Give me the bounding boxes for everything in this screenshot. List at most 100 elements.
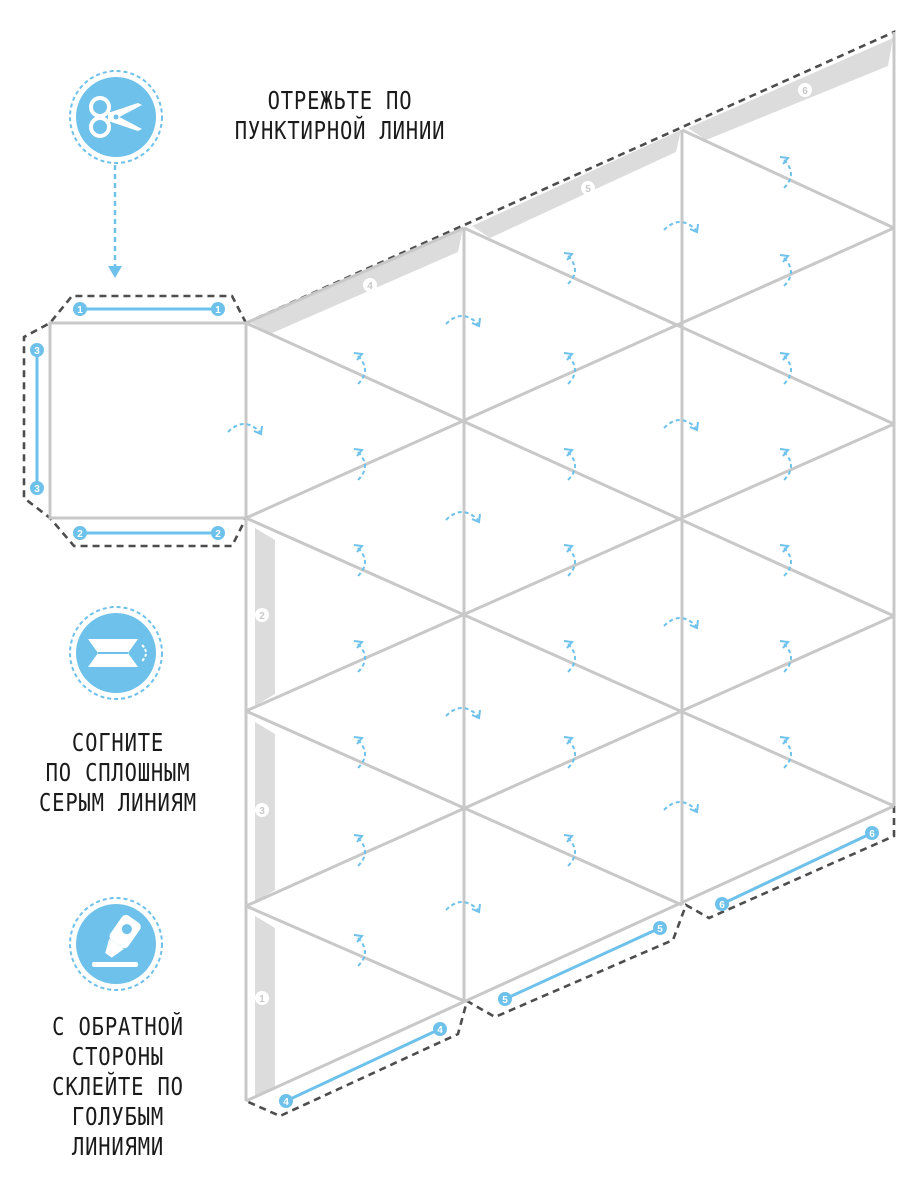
fold-arrow xyxy=(357,739,366,769)
glue-marker-circles xyxy=(30,302,879,1108)
fold-arrow xyxy=(357,355,366,385)
square-panel xyxy=(48,321,248,520)
fold-arrow-head xyxy=(471,903,481,914)
tab-label-left-2: 2 xyxy=(259,611,265,622)
tab-top-5 xyxy=(472,130,681,238)
tab-left-1 xyxy=(255,916,275,1096)
marker-square-left-b: 3 xyxy=(34,484,40,495)
tab-label-top-5: 5 xyxy=(585,184,591,195)
fold-arrow-head xyxy=(563,448,574,457)
fold-arrow-head xyxy=(353,640,364,649)
fold-arrow-head xyxy=(253,425,263,436)
fold-icon xyxy=(68,605,164,705)
marker-col2-a: 5 xyxy=(502,995,508,1006)
glue-line-3: СКЛЕЙТЕ ПО xyxy=(52,1072,184,1101)
fold-arrow xyxy=(783,547,792,577)
marker-col2-b: 5 xyxy=(657,924,663,935)
glue-instruction: С ОБРАТНОЙ СТОРОНЫ СКЛЕЙТЕ ПО ГОЛУБЫМ ЛИ… xyxy=(21,1012,215,1162)
marker-col1-a: 4 xyxy=(283,1097,289,1108)
fold-arrow xyxy=(567,643,576,673)
tab-label-top-6: 6 xyxy=(802,86,808,97)
fold-line-2: ПО СПЛОШНЫМ xyxy=(45,758,191,787)
fold-instruction: СОГНИТЕ ПО СПЛОШНЫМ СЕРЫМ ЛИНИЯМ xyxy=(21,728,215,818)
fold-arrow xyxy=(357,547,366,577)
fold-arrow xyxy=(445,707,479,717)
cut-line-1: ОТРЕЖЬТЕ ПО xyxy=(267,86,413,115)
fold-arrow xyxy=(567,451,576,481)
tab-label-left-3: 3 xyxy=(259,806,265,817)
fold-arrow xyxy=(357,837,366,867)
cut-instruction: ОТРЕЖЬТЕ ПО ПУНКТИРНОЙ ЛИНИИ xyxy=(168,86,512,146)
fold-arrow-head xyxy=(353,934,364,943)
glue-line-4: ГОЛУБЫМ xyxy=(71,1102,165,1131)
marker-square-top-a: 1 xyxy=(77,305,83,316)
fold-arrow-head xyxy=(689,421,699,432)
fold-arrow-head xyxy=(563,252,574,261)
tab-label-circles xyxy=(255,83,812,1005)
fold-arrow xyxy=(445,901,479,911)
fold-arrows xyxy=(227,156,792,967)
fold-arrow-head xyxy=(563,834,574,843)
fold-arrow xyxy=(567,355,576,385)
fold-arrow-head xyxy=(353,448,364,457)
fold-arrow-head xyxy=(779,544,790,553)
fold-arrow xyxy=(783,643,792,673)
fold-arrow xyxy=(357,937,366,967)
fold-arrow-head xyxy=(779,254,790,263)
fold-arrow-head xyxy=(563,736,574,745)
fold-arrow xyxy=(567,837,576,867)
fold-arrow xyxy=(783,355,792,385)
fold-arrow-head xyxy=(689,223,699,234)
tab-label-top-4: 4 xyxy=(367,281,373,292)
marker-col3-a: 6 xyxy=(719,900,725,911)
fold-arrow-head xyxy=(353,834,364,843)
glue-tabs xyxy=(250,38,893,1096)
fold-arrow-head xyxy=(563,544,574,553)
fold-arrow-head xyxy=(779,736,790,745)
tab-top-6 xyxy=(688,38,893,140)
glue-lines xyxy=(35,307,873,1103)
tab-label-left-1: 1 xyxy=(259,994,265,1005)
fold-arrow-head xyxy=(353,736,364,745)
fold-arrow-head xyxy=(471,513,481,524)
marker-col1-b: 4 xyxy=(437,1025,443,1036)
fold-arrow xyxy=(783,739,792,769)
fold-arrow xyxy=(663,617,697,627)
tab-top-4 xyxy=(250,228,463,334)
fold-arrow-head xyxy=(353,544,364,553)
fold-arrow-head xyxy=(779,640,790,649)
glue-marker-labels: 1 1 3 3 2 2 4 4 5 5 6 6 xyxy=(34,305,875,1108)
fold-arrow xyxy=(357,643,366,673)
glue-icon xyxy=(68,896,164,996)
fold-line-1: СОГНИТЕ xyxy=(71,728,165,757)
fold-arrow xyxy=(445,315,479,325)
fold-arrow xyxy=(783,257,792,287)
marker-square-bottom-b: 2 xyxy=(215,529,221,540)
cut-connector xyxy=(108,165,122,278)
marker-square-top-b: 1 xyxy=(215,305,221,316)
fold-arrow-head xyxy=(353,352,364,361)
fold-arrow xyxy=(567,547,576,577)
glue-line-1: С ОБРАТНОЙ xyxy=(52,1012,184,1041)
fold-arrow-head xyxy=(563,352,574,361)
fold-arrow xyxy=(663,801,697,811)
fold-arrow-head xyxy=(779,156,790,165)
fold-arrow-head xyxy=(689,803,699,814)
marker-col3-b: 6 xyxy=(869,829,875,840)
fold-arrow xyxy=(783,451,792,481)
fold-arrow-head xyxy=(779,352,790,361)
fold-arrow xyxy=(567,739,576,769)
marker-square-bottom-a: 2 xyxy=(77,529,83,540)
glue-line-2: СТОРОНЫ xyxy=(71,1042,165,1071)
glue-line-5: ЛИНИЯМИ xyxy=(71,1132,165,1161)
fold-arrow-head xyxy=(563,640,574,649)
fold-arrow-head xyxy=(779,448,790,457)
fold-arrow xyxy=(663,221,697,231)
fold-arrow-head xyxy=(689,619,699,630)
fold-arrow xyxy=(357,451,366,481)
fold-arrow xyxy=(783,159,792,189)
tab-labels: 4 5 6 2 3 1 xyxy=(259,86,808,1005)
fold-arrow xyxy=(567,255,576,285)
fold-arrow xyxy=(227,423,261,433)
